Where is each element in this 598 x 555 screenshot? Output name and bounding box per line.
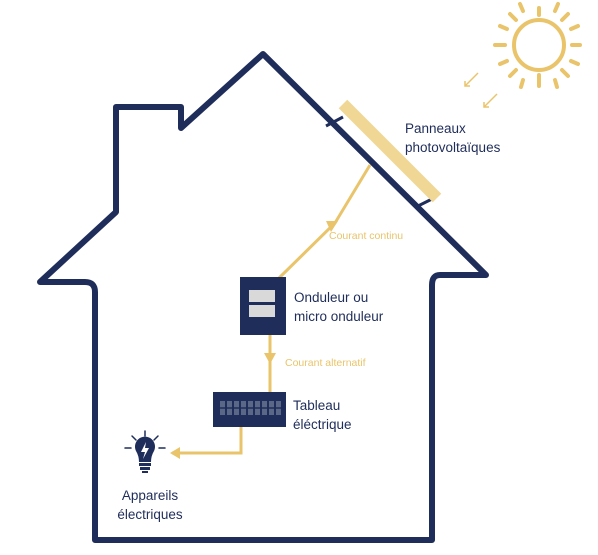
panel-board-label: Tableau éléctrique bbox=[293, 396, 352, 434]
sunlight-arrows bbox=[464, 72, 498, 108]
panel-board-label-line2: éléctrique bbox=[293, 417, 352, 432]
solar-panel-icon bbox=[325, 99, 442, 208]
panel-board-label-line1: Tableau bbox=[293, 398, 341, 413]
inverter-label-line1: Onduleur ou bbox=[294, 290, 369, 305]
appliance-current-line bbox=[170, 427, 243, 459]
panels-label-line2: photovoltaïques bbox=[405, 140, 501, 155]
inverter-label-line2: micro onduleur bbox=[294, 309, 384, 324]
house-outline bbox=[37, 51, 489, 543]
panels-label: Panneaux photovoltaïques bbox=[405, 119, 500, 157]
sun-icon bbox=[493, 2, 582, 89]
appliances-label-line1: Appareils bbox=[121, 488, 179, 503]
appliances-label: Appareils électriques bbox=[110, 486, 190, 524]
inverter-label: Onduleur ou micro onduleur bbox=[294, 288, 383, 326]
panels-label-line1: Panneaux bbox=[405, 121, 466, 136]
light-bulb-icon bbox=[124, 430, 166, 473]
ac-flow-label: Courant alternatif bbox=[285, 357, 366, 369]
dc-arrow-head bbox=[326, 221, 338, 232]
inverter-icon bbox=[240, 277, 286, 335]
ac-current-line bbox=[264, 335, 276, 394]
dc-current-line bbox=[275, 164, 372, 282]
dc-flow-label: Courant continu bbox=[329, 230, 404, 242]
breaker-panel-icon bbox=[213, 392, 286, 427]
appliances-label-line2: électriques bbox=[117, 507, 183, 522]
